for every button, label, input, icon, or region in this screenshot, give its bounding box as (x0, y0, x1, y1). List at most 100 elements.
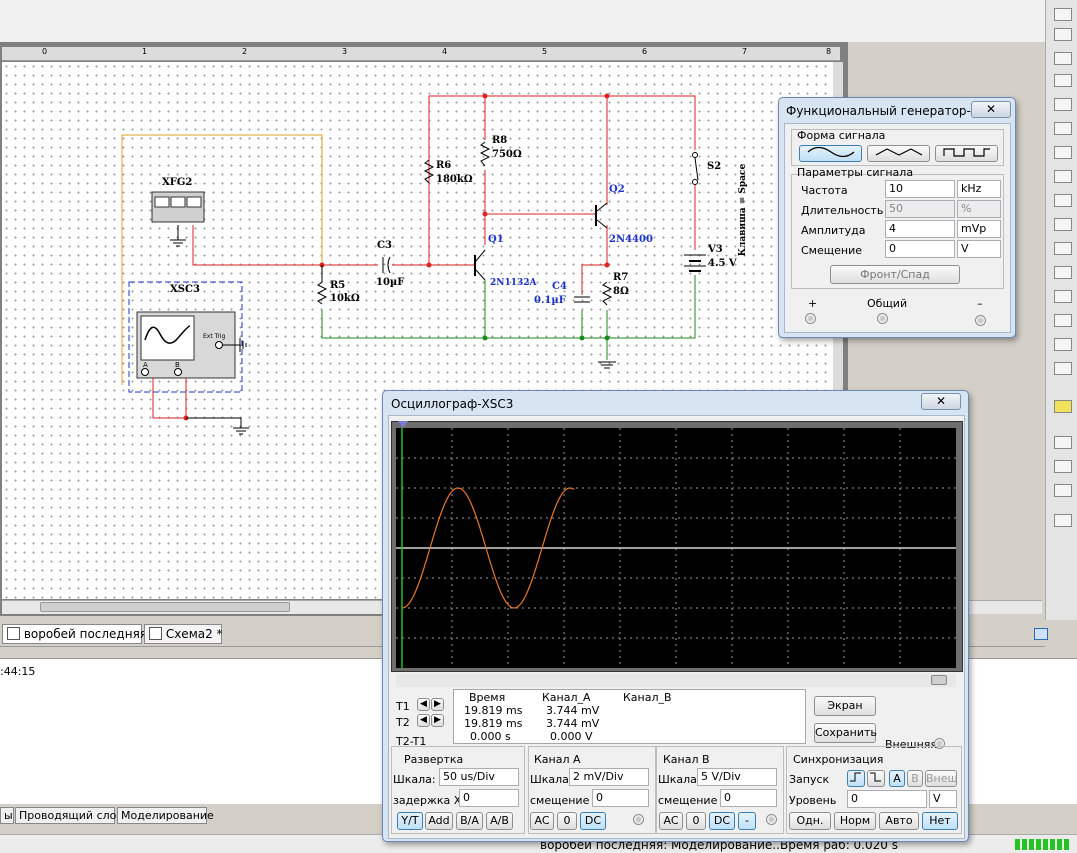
toolbar-button[interactable] (1054, 290, 1072, 303)
oscilloscope-screen[interactable] (396, 428, 956, 668)
wire-scope (152, 375, 187, 419)
trigger-group (786, 746, 962, 834)
tab-vorobey[interactable]: воробей последняя * (2, 624, 157, 644)
progress-indicator (1015, 839, 1071, 850)
toolbar-button[interactable] (1054, 8, 1072, 21)
channel-a-dc-button[interactable]: DC (580, 812, 606, 830)
trigger-source-a-button[interactable]: A (889, 770, 905, 787)
sine-wave-button[interactable] (799, 145, 862, 162)
trigger-source-external-button[interactable]: Внеш (925, 770, 958, 787)
frequency-input[interactable]: 10 (885, 180, 955, 198)
toolbar-button[interactable] (1054, 338, 1072, 351)
channel-b-terminal[interactable] (766, 814, 777, 825)
trigger-level-label: Уровень (789, 794, 837, 807)
r7-name: R7 (613, 272, 629, 283)
toolbar-button[interactable] (1054, 52, 1072, 65)
toolbar-button[interactable] (1054, 74, 1072, 87)
rising-edge-button[interactable] (847, 770, 865, 787)
tab-schema2[interactable]: Схема2 * (144, 624, 223, 644)
bottom-tab-partial[interactable]: ы (0, 807, 14, 824)
x-delay-input[interactable]: 0 (459, 789, 519, 807)
channel-b-zero-button[interactable]: 0 (686, 812, 706, 830)
toolbar-button[interactable] (1054, 514, 1072, 527)
bottom-tab-conducting-layer[interactable]: Проводящий слой (15, 807, 124, 824)
duty-cycle-input[interactable]: 50 (885, 200, 955, 218)
rise-fall-button[interactable]: Фронт/Спад (830, 265, 960, 284)
minus-terminal[interactable] (975, 315, 986, 326)
falling-edge-button[interactable] (867, 770, 885, 787)
trigger-level-unit[interactable]: V (929, 790, 957, 808)
channel-a-terminal[interactable] (633, 814, 644, 825)
toolbar-button[interactable] (1054, 28, 1072, 41)
t2-left-button[interactable]: ◀ (417, 714, 430, 727)
toolbar-button[interactable] (1054, 460, 1072, 473)
close-button[interactable]: ✕ (921, 393, 961, 410)
t2-channel-a: 3.744 mV (546, 717, 600, 730)
save-button[interactable]: Сохранить (814, 723, 877, 743)
cursor-marker-icon[interactable] (398, 421, 410, 429)
duty-cycle-unit[interactable]: % (957, 200, 1001, 218)
waveform-group-title: Форма сигнала (797, 129, 886, 142)
channel-b-ac-button[interactable]: AC (659, 812, 683, 830)
offset-unit[interactable]: V (957, 240, 1001, 258)
toolbar-button[interactable] (1054, 484, 1072, 497)
screen-button[interactable]: Экран (814, 696, 876, 716)
amplitude-input[interactable]: 4 (885, 220, 955, 238)
toolbar-button[interactable] (1054, 194, 1072, 207)
toolbar-button[interactable] (1054, 314, 1072, 327)
t2-right-button[interactable]: ▶ (431, 714, 444, 727)
offset-input[interactable]: 0 (885, 240, 955, 258)
square-wave-button[interactable] (935, 145, 998, 162)
channel-b-scale-input[interactable]: 5 V/Div (697, 768, 777, 786)
trigger-level-input[interactable]: 0 (847, 790, 927, 808)
trigger-single-button[interactable]: Одн. (789, 812, 831, 830)
triangle-wave-button[interactable] (867, 145, 930, 162)
close-button[interactable]: ✕ (971, 101, 1011, 118)
ruler-label: 2 (242, 47, 248, 56)
q2-name: Q2 (609, 184, 625, 195)
c4-value: 0.1µF (534, 295, 566, 306)
toolbar-button[interactable] (1054, 242, 1072, 255)
channel-a-offset-input[interactable]: 0 (592, 789, 649, 807)
toolbar-button[interactable] (1054, 170, 1072, 183)
channel-a-zero-button[interactable]: 0 (557, 812, 577, 830)
panel-icon[interactable] (1034, 628, 1048, 640)
instruments-toolbar (1045, 0, 1077, 620)
plus-terminal[interactable] (805, 313, 816, 324)
timebase-scale-input[interactable]: 50 us/Div (439, 768, 519, 786)
toolbar-button[interactable] (1054, 122, 1072, 135)
channel-b-invert-button[interactable]: - (738, 812, 756, 830)
toolbar-button[interactable] (1054, 218, 1072, 231)
yt-mode-button[interactable]: Y/T (397, 812, 423, 830)
scrollbar-thumb[interactable] (40, 602, 290, 612)
external-trigger-terminal[interactable] (934, 738, 945, 749)
amplitude-unit[interactable]: mVp (957, 220, 1001, 238)
probe-button[interactable] (1054, 400, 1072, 413)
trigger-none-button[interactable]: Нет (922, 812, 958, 830)
trigger-normal-button[interactable]: Норм (834, 812, 876, 830)
trigger-auto-button[interactable]: Авто (879, 812, 919, 830)
t1-left-button[interactable]: ◀ (417, 698, 430, 711)
channel-a-scale-input[interactable]: 2 mV/Div (569, 768, 649, 786)
trigger-source-b-button[interactable]: B (907, 770, 923, 787)
screen-scrollbar-thumb[interactable] (931, 675, 947, 685)
toolbar-button[interactable] (1054, 146, 1072, 159)
bottom-tab-simulation[interactable]: Моделирование (117, 807, 214, 824)
diff-channel-a: 0.000 V (550, 730, 593, 743)
screen-scrollbar[interactable] (396, 674, 956, 687)
log-timestamp: :44:15 (0, 665, 36, 678)
toolbar-button[interactable] (1054, 436, 1072, 449)
toolbar-button[interactable] (1054, 98, 1072, 111)
q1-name: Q1 (488, 234, 504, 245)
channel-b-offset-input[interactable]: 0 (720, 789, 777, 807)
channel-a-ac-button[interactable]: AC (530, 812, 554, 830)
add-mode-button[interactable]: Add (425, 812, 453, 830)
frequency-unit[interactable]: kHz (957, 180, 1001, 198)
channel-b-dc-button[interactable]: DC (709, 812, 735, 830)
common-terminal[interactable] (877, 313, 888, 324)
ba-mode-button[interactable]: B/A (456, 812, 483, 830)
toolbar-button[interactable] (1054, 266, 1072, 279)
ab-mode-button[interactable]: A/B (486, 812, 513, 830)
toolbar-button[interactable] (1054, 362, 1072, 375)
t1-right-button[interactable]: ▶ (431, 698, 444, 711)
